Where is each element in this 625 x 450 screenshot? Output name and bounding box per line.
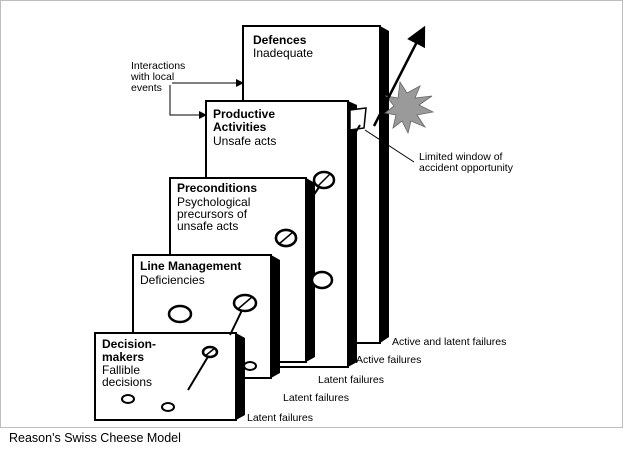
window-annotation: Limited window of accident opportunity [364,129,514,174]
figure-caption: Reason's Swiss Cheese Model [9,431,181,445]
interactions-label: Interactions with local events [130,60,188,94]
failure-label-line-management: Latent failures [283,392,349,404]
line-management-title: Line Management [140,259,241,273]
productive-activities-subtitle: Unsafe acts [213,134,276,148]
line-management-subtitle: Deficiencies [140,273,205,287]
productive-activities-title: Productive Activities [213,107,278,134]
preconditions-title: Preconditions [177,181,257,195]
failure-label-productive: Active failures [356,354,421,366]
defences-subtitle: Inadequate [253,46,313,60]
failure-label-decision-makers: Latent failures [247,412,313,424]
interactions-annotation: Interactions with local events [130,60,244,119]
pierced-holes [201,170,336,359]
failure-labels: Active and latent failures Active failur… [247,336,506,424]
swiss-cheese-diagram: Defences Inadequate Productive Activitie… [94,25,514,424]
decision-makers-subtitle: Fallible decisions [102,363,152,389]
slice-decision-makers: Decision- makers Fallible decisions [94,332,245,421]
accident-starburst [384,80,435,135]
defences-title: Defences [253,33,307,47]
window-label: Limited window of accident opportunity [419,151,514,174]
failure-label-defences: Active and latent failures [392,336,506,348]
failure-label-preconditions: Latent failures [318,374,384,386]
decision-makers-title: Decision- makers [102,337,159,364]
figure-frame [0,0,623,428]
preconditions-subtitle: Psychological precursors of unsafe acts [177,195,254,233]
accident-trajectory-arrow [372,25,426,127]
